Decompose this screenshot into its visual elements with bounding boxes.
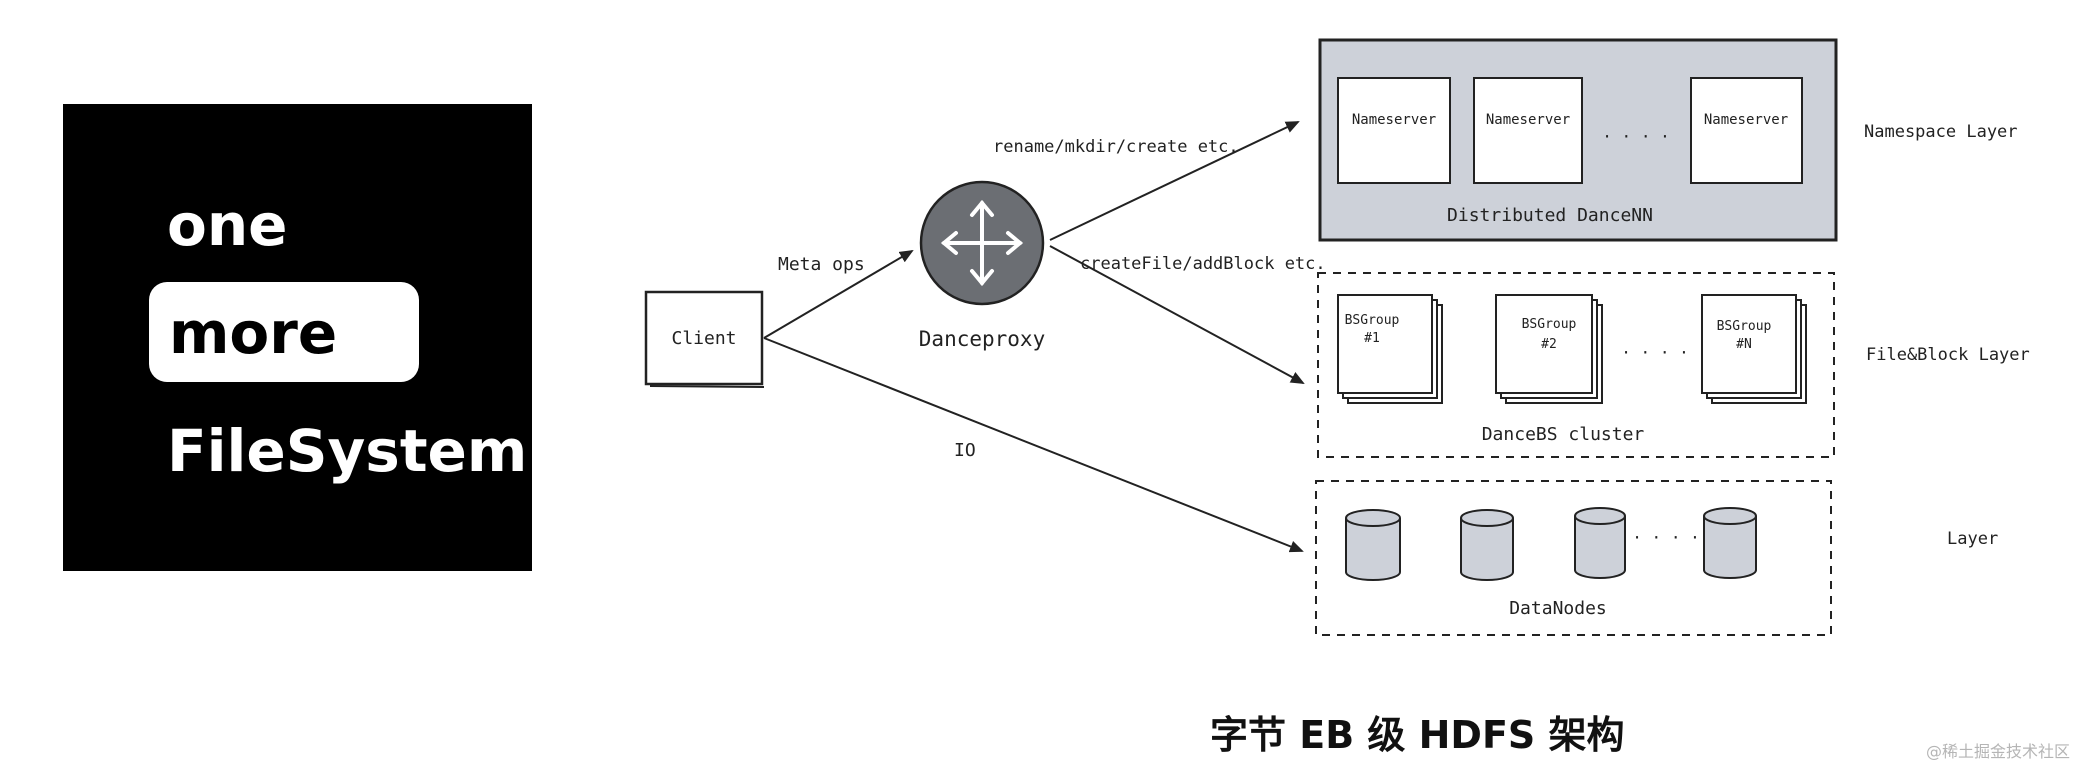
fileblock-layer-label: File&Block Layer xyxy=(1866,345,2030,365)
bsgroup-stack-1 xyxy=(1337,294,1443,404)
edge-fileblock xyxy=(1049,245,1305,384)
edge-meta-ops-label: Meta ops xyxy=(778,254,865,275)
figure-caption: 字节 EB 级 HDFS 架构 xyxy=(1210,713,1625,757)
nameserver-label-2: Nameserver xyxy=(1486,112,1570,128)
edge-meta-ops xyxy=(763,249,914,339)
namespace-ellipsis: · · · · xyxy=(1602,127,1669,146)
edge-fileblock-label: createFile/addBlock etc. xyxy=(1080,254,1326,274)
client-label: Client xyxy=(671,328,736,349)
watermark: @稀土掘金技术社区 xyxy=(1925,742,2070,761)
bsgroup-1-id: #1 xyxy=(1364,331,1380,346)
namespace-cluster-label: Distributed DanceNN xyxy=(1447,205,1653,226)
edge-namespace xyxy=(1049,121,1300,241)
bsgroup-stack-2 xyxy=(1495,294,1603,404)
data-layer: · · · · DataNodes xyxy=(1315,480,1832,636)
fileblock-layer: BSGroup #1 BSGroup #2 BSGroup #N · · · ·… xyxy=(1317,272,1835,458)
nameserver-box-2 xyxy=(1473,77,1583,184)
datanodes-cluster-label: DataNodes xyxy=(1509,598,1607,619)
logo-highlight-pill xyxy=(149,282,419,382)
bsgroup-n-id: #N xyxy=(1736,337,1752,352)
logo-word-one: one xyxy=(167,191,288,259)
bsgroup-2-title: BSGroup xyxy=(1522,317,1577,332)
bsgroup-stack-n xyxy=(1701,294,1807,404)
bsgroup-2-id: #2 xyxy=(1541,337,1557,352)
fileblock-cluster-label: DanceBS cluster xyxy=(1482,424,1645,445)
logo-word-more: more xyxy=(169,299,338,367)
namespace-layer-label: Namespace Layer xyxy=(1864,122,2018,142)
nameserver-box-1 xyxy=(1337,77,1451,184)
datanode-cylinder-3 xyxy=(1574,507,1626,579)
datanode-cylinder-4 xyxy=(1703,507,1757,579)
data-layer-label: Layer xyxy=(1947,529,1998,549)
bsgroup-n-title: BSGroup xyxy=(1717,319,1772,334)
data-ellipsis: · · · · xyxy=(1632,528,1699,547)
logo-panel: one more FileSystem xyxy=(63,104,532,571)
router-arrows-icon xyxy=(940,199,1024,287)
nameserver-label-1: Nameserver xyxy=(1352,112,1436,128)
client-node: Client xyxy=(644,290,765,388)
nameserver-label-3: Nameserver xyxy=(1704,112,1788,128)
datanode-cylinder-2 xyxy=(1460,509,1514,581)
fileblock-ellipsis: · · · · xyxy=(1621,343,1688,362)
namespace-layer: Nameserver Nameserver Nameserver · · · ·… xyxy=(1318,38,1838,242)
edge-namespace-label: rename/mkdir/create etc. xyxy=(993,137,1239,157)
edge-io xyxy=(763,337,1304,553)
edge-io-label: IO xyxy=(954,440,976,461)
bsgroup-1-title: BSGroup xyxy=(1345,313,1400,328)
nameserver-box-3 xyxy=(1690,77,1803,184)
danceproxy-label: Danceproxy xyxy=(919,327,1045,351)
danceproxy-node: Danceproxy xyxy=(919,180,1045,351)
logo-word-filesystem: FileSystem xyxy=(167,417,528,485)
datanode-cylinder-1 xyxy=(1345,509,1401,581)
